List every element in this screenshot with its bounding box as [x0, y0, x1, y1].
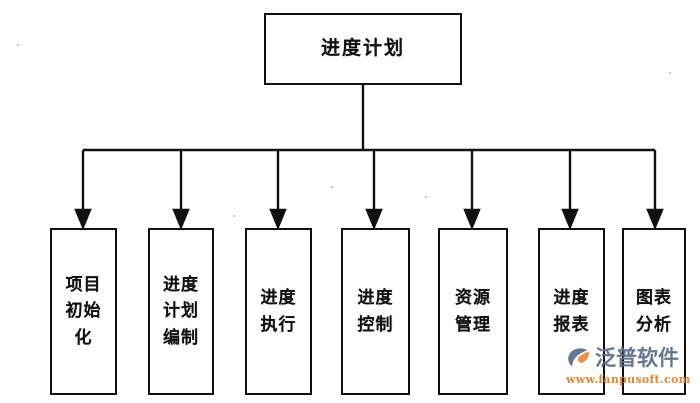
node-label: 图表 分析 [636, 288, 672, 335]
node-label: 进度 计划 编制 [163, 274, 199, 348]
node-label: 进度 报表 [553, 288, 590, 335]
scan-speck [331, 186, 333, 188]
node-schedule-control[interactable]: 进度 控制 [341, 228, 410, 395]
scan-speck [669, 72, 671, 74]
node-label: 进度 执行 [260, 288, 297, 335]
node-label: 项目 初始 化 [65, 274, 102, 348]
node-resource-management[interactable]: 资源 管理 [438, 228, 508, 395]
scan-speck [233, 215, 235, 217]
node-project-initialization[interactable]: 项目 初始 化 [50, 228, 117, 395]
node-schedule-report[interactable]: 进度 报表 [538, 228, 605, 395]
scan-speck [425, 196, 427, 198]
node-schedule-execution[interactable]: 进度 执行 [245, 228, 312, 395]
node-label: 资源 管理 [455, 288, 491, 335]
node-chart-analysis[interactable]: 图表 分析 [622, 228, 686, 395]
node-label: 进度 控制 [357, 288, 394, 335]
node-schedule-plan-root[interactable]: 进度计划 [264, 13, 462, 85]
node-label: 进度计划 [320, 37, 405, 60]
node-schedule-plan-preparation[interactable]: 进度 计划 编制 [148, 228, 214, 395]
scan-speck [17, 44, 19, 46]
